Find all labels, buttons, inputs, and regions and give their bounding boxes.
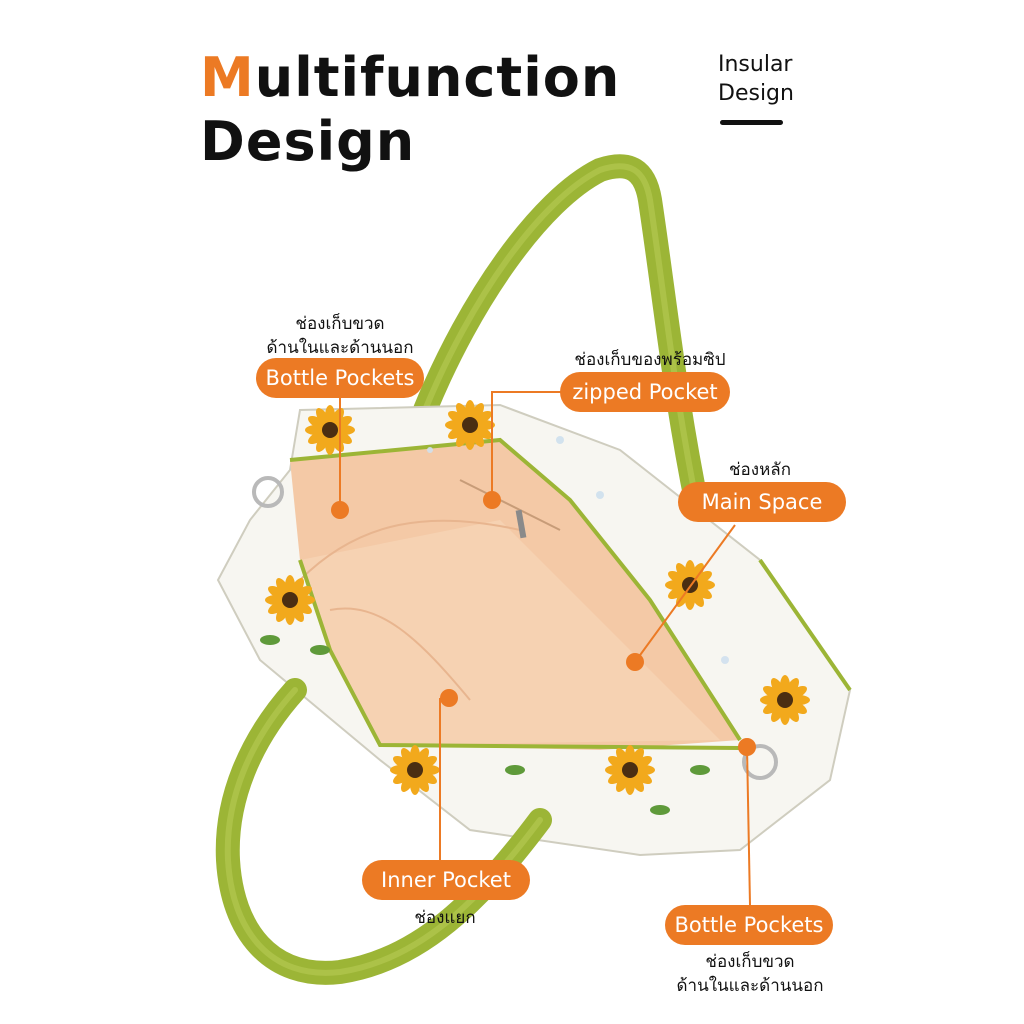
bottle-pockets-thai-top: ช่องเก็บขวด ด้านในและด้านนอก bbox=[250, 312, 430, 360]
zipped-pocket-thai: ช่องเก็บของพร้อมซิป bbox=[574, 350, 726, 370]
bottle-thai-line-2: ด้านในและด้านนอก bbox=[266, 338, 414, 358]
bottle-thai-bottom-line-2: ด้านในและด้านนอก bbox=[676, 976, 824, 996]
insular-design-caption: Insular Design bbox=[718, 50, 794, 108]
main-space-label: Main Space bbox=[678, 482, 846, 522]
metal-ring-icon bbox=[252, 476, 284, 508]
inner-pocket-thai: ช่องแยก bbox=[414, 908, 476, 928]
main-space-thai: ช่องหลัก bbox=[729, 460, 791, 480]
bottle-thai-bottom-line-1: ช่องเก็บขวด bbox=[705, 952, 795, 972]
bottle-thai-line-1: ช่องเก็บขวด bbox=[295, 314, 385, 334]
headline-line-1: Multifunction bbox=[200, 46, 620, 110]
bottle-pockets-label-bottom: Bottle Pockets bbox=[665, 905, 833, 945]
headline-line-1-rest: ultifunction bbox=[254, 46, 621, 109]
insular-caption-line-2: Design bbox=[718, 81, 794, 106]
headline-accent-letter: M bbox=[200, 46, 255, 109]
inner-pocket-label: Inner Pocket bbox=[362, 860, 530, 900]
callout-dot-icon bbox=[331, 491, 756, 756]
bottle-pockets-thai-bottom: ช่องเก็บขวด ด้านในและด้านนอก bbox=[660, 950, 840, 998]
metal-ring-icon bbox=[742, 744, 778, 780]
headline-line-2: Design bbox=[200, 110, 416, 173]
zipper-pull-icon bbox=[515, 509, 527, 539]
bottle-pockets-label-top: Bottle Pockets bbox=[256, 358, 424, 398]
caption-underline bbox=[720, 120, 783, 125]
callout-lines bbox=[339, 391, 751, 906]
zipped-pocket-label: zipped Pocket bbox=[560, 372, 730, 412]
headline: Multifunction Design bbox=[200, 46, 620, 174]
insular-caption-line-1: Insular bbox=[718, 52, 793, 77]
